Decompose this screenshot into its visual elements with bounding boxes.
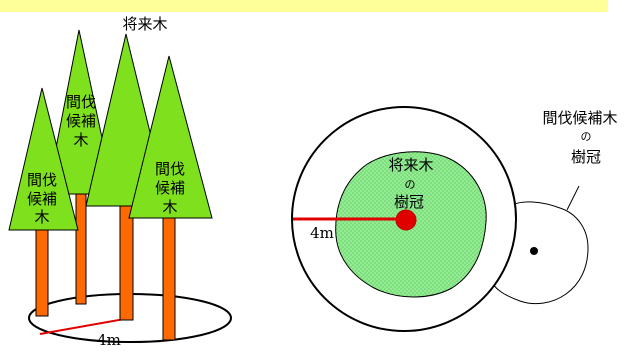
right-panel-plan-view: 将来木 の 樹冠 4m 間伐候補木 の 樹冠 xyxy=(291,106,618,332)
trunk-left-back xyxy=(75,189,87,305)
candidate-label-right-line2: 候補 xyxy=(155,179,185,197)
candidate-label-left-line2: 候補 xyxy=(27,190,57,208)
future-crown-label-line3: 樹冠 xyxy=(394,193,424,211)
candidate-tree-center-dot xyxy=(530,247,538,255)
radius-label-left: 4m xyxy=(97,331,121,349)
trunk-center xyxy=(119,201,134,321)
candidate-crown-label-line1: 間伐候補木 xyxy=(542,109,617,127)
candidate-label-left-line3: 木 xyxy=(34,208,49,226)
candidate-label-back-line2: 候補 xyxy=(66,112,96,130)
candidate-label-back-line3: 木 xyxy=(73,131,88,149)
candidate-label-back-line1: 間伐 xyxy=(66,93,96,111)
crown-left xyxy=(8,87,79,231)
candidate-pointer-line xyxy=(566,185,580,211)
future-tree-label: 将来木 xyxy=(122,15,167,33)
radius-label-right: 4m xyxy=(310,224,334,242)
crown-right xyxy=(128,55,213,219)
left-panel-forest: 将来木 間伐 候補 木 間伐 候補 木 間伐 候補 木 4m xyxy=(8,15,232,349)
candidate-label-right-line3: 木 xyxy=(162,198,177,216)
future-crown-label-line1: 将来木 xyxy=(388,156,433,174)
top-banner xyxy=(0,0,608,12)
future-tree-center-dot xyxy=(395,209,417,231)
trunk-left xyxy=(35,221,49,317)
trunk-right xyxy=(162,217,176,341)
candidate-crown-label-line3: 樹冠 xyxy=(571,148,601,166)
radius-line-left xyxy=(39,317,131,335)
future-crown-label-line2: の xyxy=(405,178,416,191)
candidate-crown-label-line2: の xyxy=(581,130,592,143)
crown-left-back xyxy=(46,29,115,195)
candidate-label-left-line1: 間伐 xyxy=(27,171,57,189)
candidate-label-right-line1: 間伐 xyxy=(155,160,185,178)
